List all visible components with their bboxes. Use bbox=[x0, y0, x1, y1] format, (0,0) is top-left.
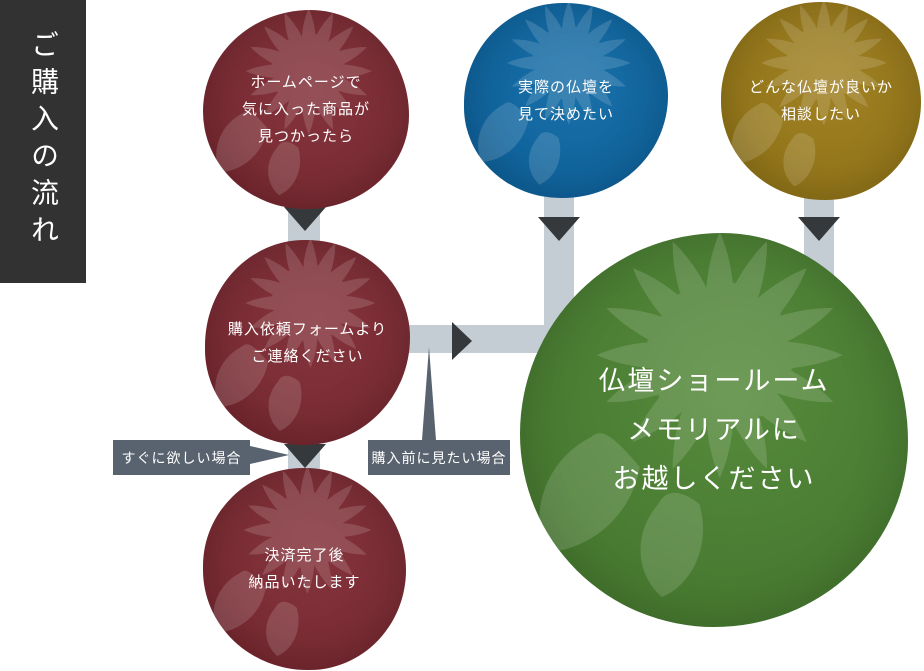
step-line: ご連絡ください bbox=[251, 346, 364, 365]
step-line: 購入依頼フォームより bbox=[227, 319, 388, 338]
step-homepage-circle: ホームページで 気に入った商品が 見つかったら bbox=[203, 10, 409, 209]
step-order-form-circle: 購入依頼フォームより ご連絡ください bbox=[205, 240, 410, 445]
step-line: 納品いたします bbox=[248, 573, 361, 591]
page-title-banner: ご購入の流れ bbox=[0, 0, 86, 283]
step-showroom-circle: 仏壇ショールーム メモリアルに お越しください bbox=[520, 233, 908, 627]
arrow-right-icon bbox=[452, 322, 472, 360]
page-title: ご購入の流れ bbox=[27, 30, 60, 252]
step-showroom-text: 仏壇ショールーム メモリアルに お越しください bbox=[598, 357, 829, 504]
step-line: 実際の仏壇を bbox=[517, 77, 614, 96]
step-consult-circle: どんな仏壇が良いか 相談したい bbox=[721, 2, 921, 200]
callout-tail-right-icon bbox=[250, 446, 289, 464]
callout-tail-up-icon bbox=[422, 347, 436, 440]
callout-see-before-buy-label: 購入前に見たい場合 bbox=[371, 450, 507, 467]
arrow-down-icon bbox=[538, 217, 580, 241]
step-homepage-text: ホームページで 気に入った商品が 見つかったら bbox=[242, 69, 370, 150]
step-order-form-text: 購入依頼フォームより ご連絡ください bbox=[228, 316, 387, 370]
arrow-down-icon bbox=[798, 217, 840, 241]
step-line: 仏壇ショールーム bbox=[598, 365, 830, 397]
callout-want-now-label: すぐに欲しい場合 bbox=[121, 450, 242, 467]
step-line: 見つかったら bbox=[257, 127, 354, 145]
step-see-altar-text: 実際の仏壇を 見て決めたい bbox=[518, 74, 614, 128]
callout-want-now: すぐに欲しい場合 bbox=[113, 440, 250, 475]
arrow-down-icon bbox=[284, 444, 326, 468]
step-delivery-text: 決済完了後 納品いたします bbox=[248, 542, 360, 596]
callout-see-before-buy: 購入前に見たい場合 bbox=[368, 440, 510, 475]
step-see-altar-circle: 実際の仏壇を 見て決めたい bbox=[464, 3, 668, 198]
step-line: 見て決めたい bbox=[517, 104, 614, 123]
step-line: お越しください bbox=[612, 463, 816, 495]
step-line: ホームページで bbox=[250, 73, 362, 91]
arrow-down-icon bbox=[284, 207, 326, 231]
step-line: メモリアルに bbox=[627, 414, 801, 446]
step-line: 気に入った商品が bbox=[241, 100, 370, 118]
step-line: どんな仏壇が良いか bbox=[748, 78, 893, 96]
step-consult-text: どんな仏壇が良いか 相談したい bbox=[749, 74, 893, 128]
step-line: 決済完了後 bbox=[264, 546, 345, 564]
step-delivery-circle: 決済完了後 納品いたします bbox=[203, 468, 406, 670]
step-line: 相談したい bbox=[780, 105, 861, 123]
